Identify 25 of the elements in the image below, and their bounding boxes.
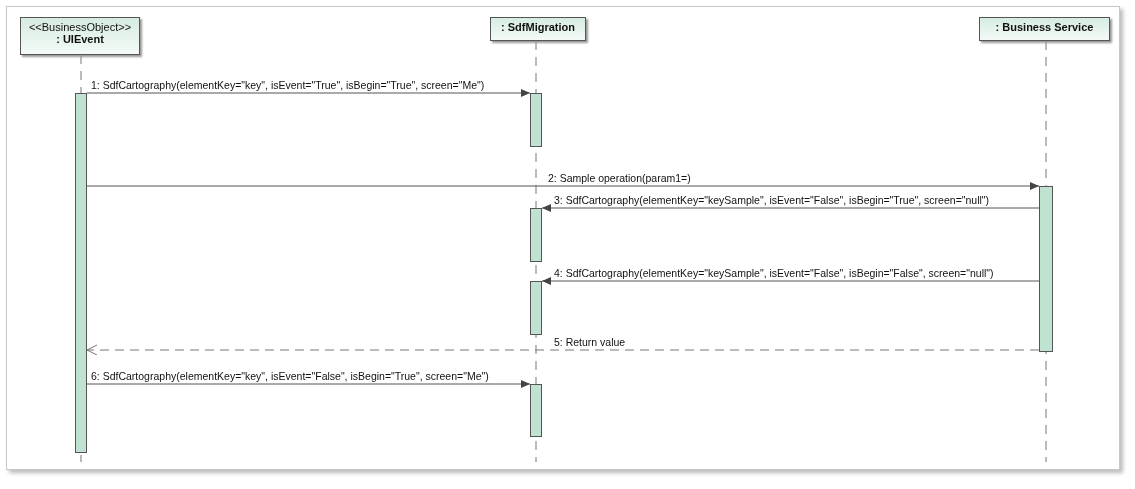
lifeline-header <box>490 17 586 41</box>
lifeline-header <box>979 17 1110 41</box>
message-arrow <box>86 182 1040 190</box>
activation-bar <box>530 93 542 147</box>
stereotype-label: <<BusinessObject>> <box>27 21 133 33</box>
activation-bar <box>530 384 542 437</box>
message-label: 5: Return value <box>553 336 627 348</box>
return-message-arrow <box>86 344 1040 356</box>
message-label: 1: SdfCartography(elementKey="key", isEvent="True", isBegin="True", screen="Me") <box>90 79 486 91</box>
activation-bar <box>530 208 542 262</box>
message-arrow <box>86 380 531 388</box>
message-label: 4: SdfCartography(elementKey="keySample", isEvent="False", isBegin="False", screen="null") <box>553 267 995 279</box>
message-label: 3: SdfCartography(elementKey="keySample", isEvent="False", isBegin="True", screen="null") <box>553 194 991 206</box>
object-name: : Business Service <box>994 21 1095 33</box>
activation-bar <box>530 281 542 335</box>
message-arrow <box>541 277 1040 285</box>
activation-bar <box>1039 186 1053 352</box>
message-label: 6: SdfCartography(elementKey="key", isEvent="False", isBegin="True", screen="Me") <box>90 370 490 382</box>
lifeline-header <box>20 17 140 55</box>
message-arrow <box>86 89 531 97</box>
message-label: 2: Sample operation(param1=) <box>547 172 692 184</box>
object-name: : UIEvent <box>55 33 105 45</box>
object-name: : SdfMigration <box>500 21 576 33</box>
message-arrow <box>541 204 1040 212</box>
activation-bar <box>75 93 87 453</box>
